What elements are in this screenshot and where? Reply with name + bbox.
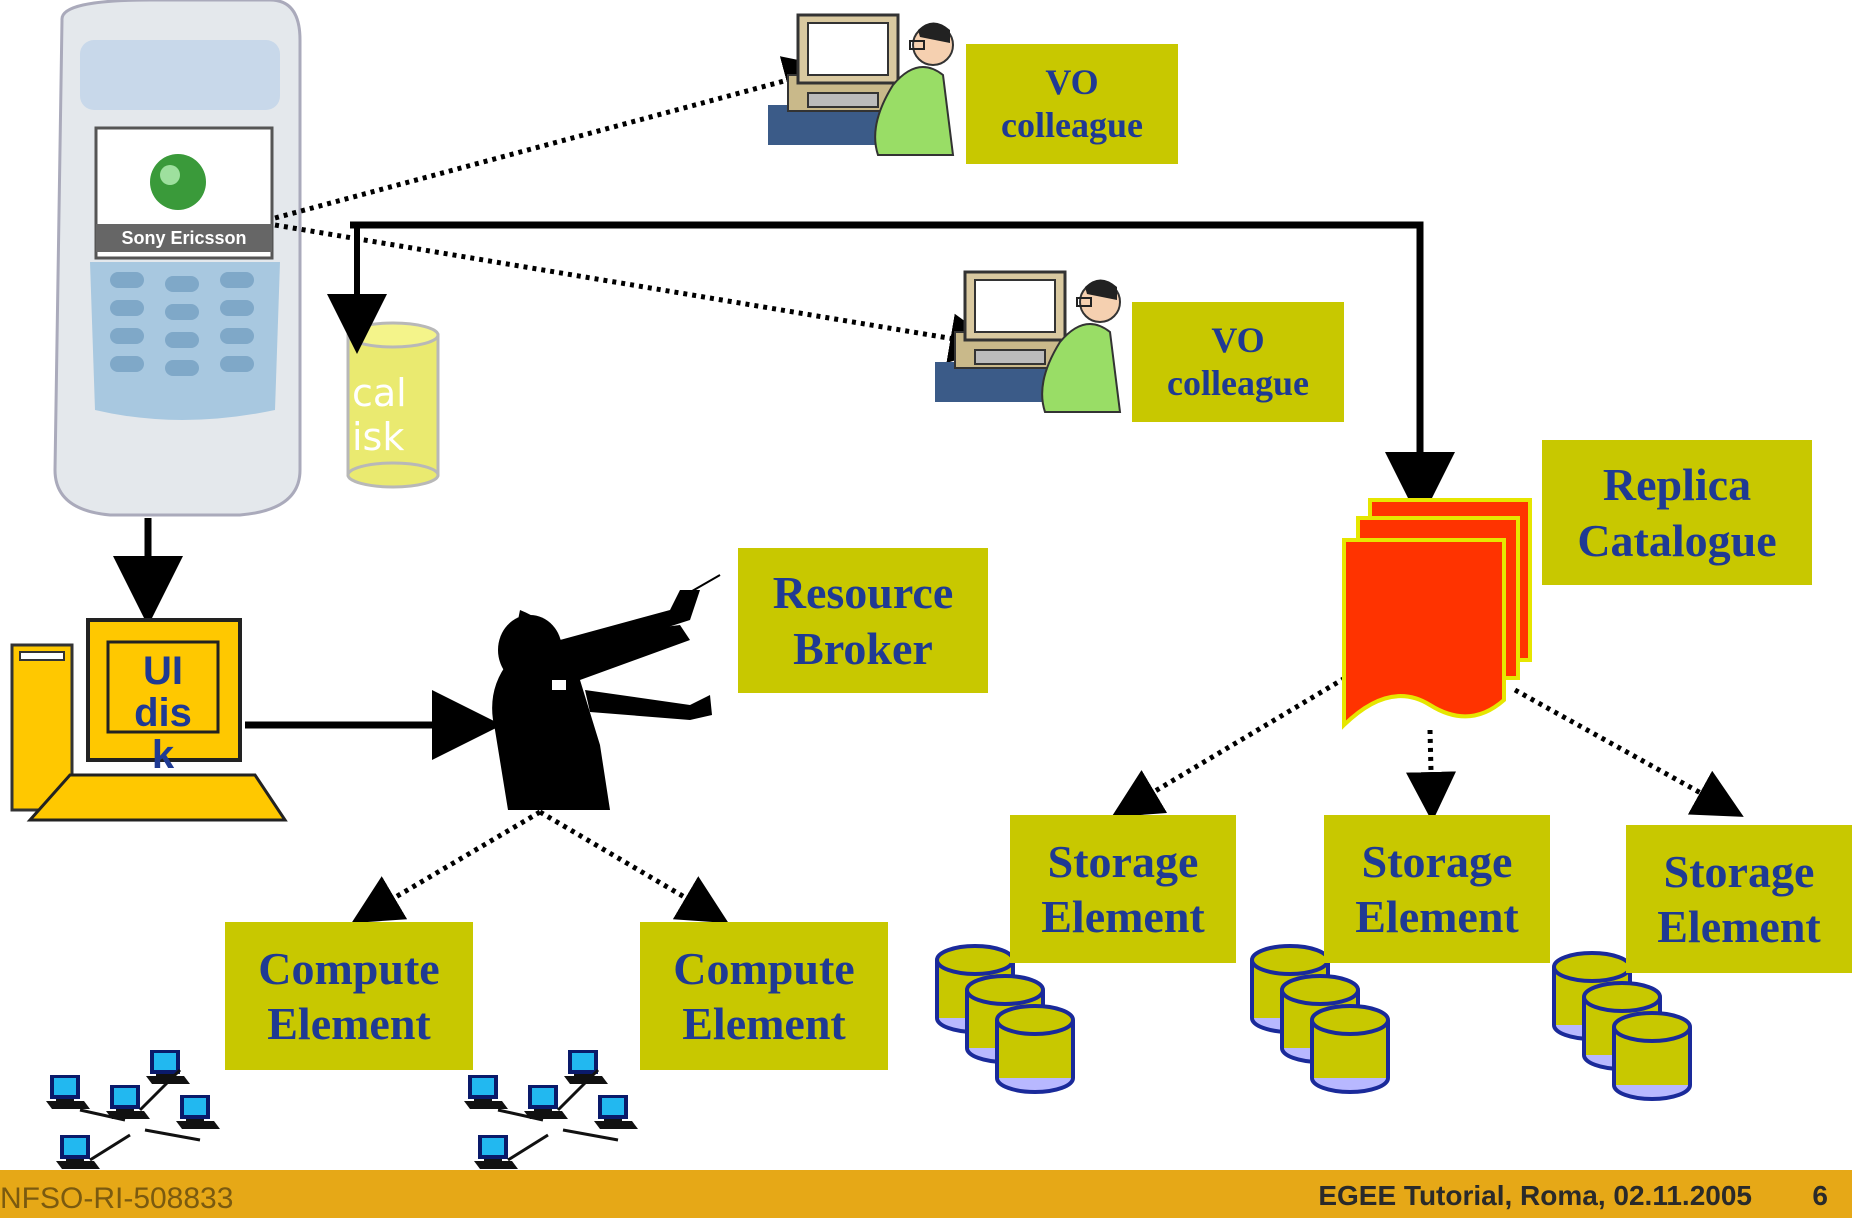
storage-disks-3: [1552, 951, 1692, 1101]
replica-catalogue-documents-image: [1342, 498, 1532, 730]
catalogue-to-se2-arrow: [1406, 729, 1457, 822]
phone-to-colleague-1-arrow: [274, 56, 835, 221]
phone-to-catalogue-arrow: [350, 221, 1455, 522]
vo-colleague-2-image: [933, 270, 1122, 414]
ui-disk-line-1: UI: [143, 649, 183, 693]
ui-disk-label: UI dis k: [113, 650, 213, 776]
storage-disks-2: [1250, 944, 1390, 1094]
footer-title: EGEE Tutorial, Roma, 02.11.2005: [1318, 1180, 1752, 1211]
catalogue-to-se1-arrow: [1111, 675, 1347, 818]
broker-to-ce1-arrow: [351, 809, 542, 924]
local-disk-line-2: isk: [352, 414, 405, 459]
local-disk-line-1: cal: [352, 371, 407, 415]
local-disk-label: cal isk: [352, 371, 407, 459]
phone-to-colleague-2-arrow: [274, 222, 1000, 364]
ui-disk-line-2: dis: [134, 691, 192, 735]
compute-network-2-image: [464, 1050, 638, 1169]
compute-network-1-image: [46, 1050, 220, 1169]
vo-colleague-1-image: [766, 13, 955, 157]
ui-computer-image: [10, 618, 288, 822]
ui-disk-line-3: k: [151, 733, 175, 777]
phone-brand-text: Sony Ericsson: [121, 228, 246, 248]
footer-project-id: NFSO-RI-508833: [0, 1182, 234, 1215]
catalogue-to-se3-arrow: [1513, 687, 1744, 817]
footer-page-number: 6: [1812, 1180, 1828, 1211]
storage-disks-1: [935, 944, 1075, 1094]
mobile-phone-image: Sony Ericsson: [53, 0, 302, 517]
broker-to-ce2-arrow: [538, 809, 729, 924]
resource-broker-conductor-image: [492, 574, 721, 810]
footer-bar: [0, 1170, 1852, 1218]
